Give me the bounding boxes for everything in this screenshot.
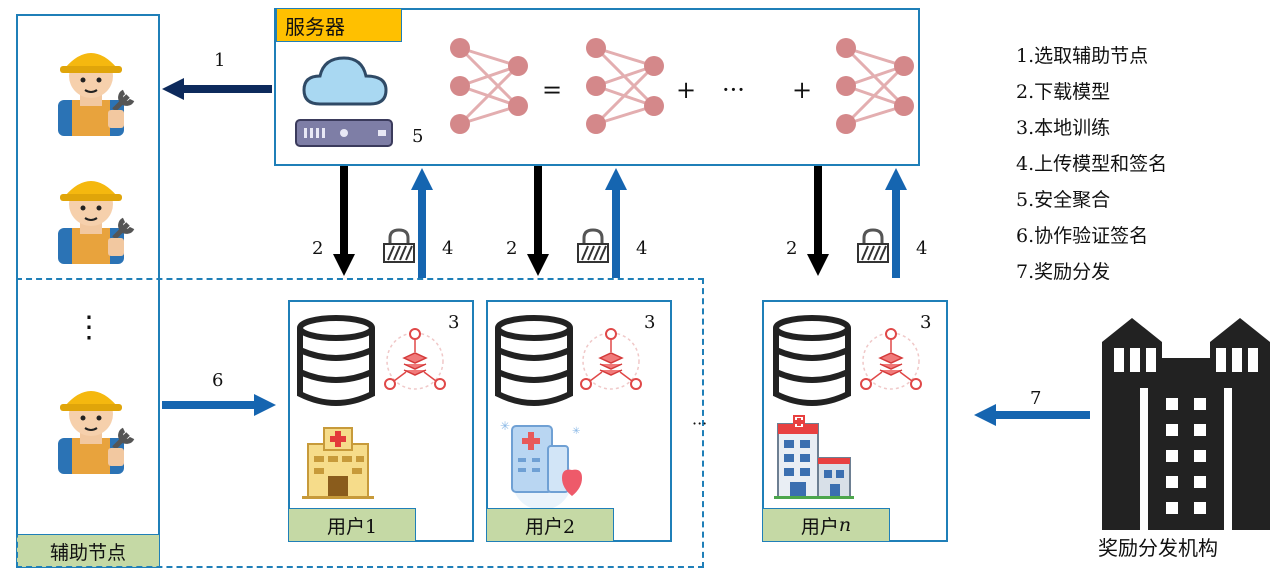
user-panel-2: [486, 300, 672, 542]
training-layers-icon: [580, 328, 642, 390]
arrow-verify-signature: [162, 394, 276, 416]
step-4-label: 4: [916, 238, 928, 259]
step-3-label: 3: [920, 312, 932, 333]
step-1-label: 1: [214, 50, 226, 71]
arrow-select-helper: [162, 78, 272, 100]
lock-icon: [383, 228, 415, 263]
training-layers-icon: [384, 328, 446, 390]
worker-icon: [58, 391, 135, 474]
database-icon: [773, 315, 851, 406]
helper-nodes-label: 辅助节点: [16, 534, 160, 568]
training-layers-icon: [860, 328, 922, 390]
neural-network-icon: [836, 38, 914, 134]
arrow-upload-signature: [885, 168, 907, 278]
neural-network-icon: [586, 38, 664, 134]
server-label: 服务器: [276, 8, 402, 42]
user-n-label-text: 用户: [800, 515, 839, 538]
hospital-icon: [302, 427, 374, 499]
database-icon: [495, 315, 573, 406]
step-2-label: 2: [506, 238, 518, 259]
user-1-label: 用户1: [288, 508, 416, 542]
user-n-label-var: n: [838, 514, 852, 536]
arrow-download-model: [527, 166, 549, 276]
users-ellipsis: ···: [692, 414, 708, 433]
step-6-label: 6: [212, 370, 224, 391]
step-4-label: 4: [442, 238, 454, 259]
step-2-label: 2: [786, 238, 798, 259]
cloud-icon: [302, 56, 388, 106]
step-2-label: 2: [312, 238, 324, 259]
database-icon: [297, 315, 375, 406]
legend-item: 4.上传模型和签名: [1016, 153, 1168, 175]
step-3-label: 3: [448, 312, 460, 333]
step-4-label: 4: [636, 238, 648, 259]
user-2-label: 用户2: [486, 508, 614, 542]
svg-text:✳: ✳: [572, 426, 580, 437]
arrow-upload-signature: [605, 168, 627, 278]
legend-item: 6.协作验证签名: [1016, 225, 1149, 247]
clinic-icon: ✳✳: [500, 419, 582, 510]
step-7-label: 7: [1030, 388, 1042, 409]
arrow-reward-distribution: [974, 404, 1090, 426]
plus-sign: +: [792, 76, 813, 104]
lock-icon: [577, 228, 609, 263]
helper-vdots: ⋮: [74, 310, 104, 345]
legend-item: 3.本地训练: [1016, 117, 1111, 139]
legend-item: 2.下载模型: [1016, 81, 1111, 103]
hospital-building-icon: [774, 415, 854, 499]
verification-group: [16, 278, 704, 568]
svg-text:✳: ✳: [500, 419, 510, 433]
server-rack-icon: [295, 119, 393, 147]
legend-item: 7.奖励分发: [1016, 261, 1111, 283]
arrow-upload-signature: [411, 168, 433, 278]
plus-sign: +: [676, 76, 697, 104]
legend-item: 5.安全聚合: [1016, 189, 1111, 211]
legend-item: 1.选取辅助节点: [1016, 45, 1149, 67]
step-3-label: 3: [644, 312, 656, 333]
ellipsis: ···: [722, 76, 745, 104]
lock-icon: [857, 228, 889, 263]
equals-sign: =: [542, 76, 563, 104]
worker-icon: [58, 53, 135, 136]
steps-legend: 1.选取辅助节点 2.下载模型 3.本地训练 4.上传模型和签名 5.安全聚合 …: [1016, 38, 1167, 290]
arrow-download-model: [333, 166, 355, 276]
worker-icon: [58, 181, 135, 264]
reward-org-label: 奖励分发机构: [1098, 536, 1218, 560]
user-panel-n: [762, 300, 948, 542]
arrow-download-model: [807, 166, 829, 276]
step-5-label: 5: [412, 126, 424, 147]
building-icon: [1102, 318, 1270, 530]
neural-network-icon: [450, 38, 528, 134]
